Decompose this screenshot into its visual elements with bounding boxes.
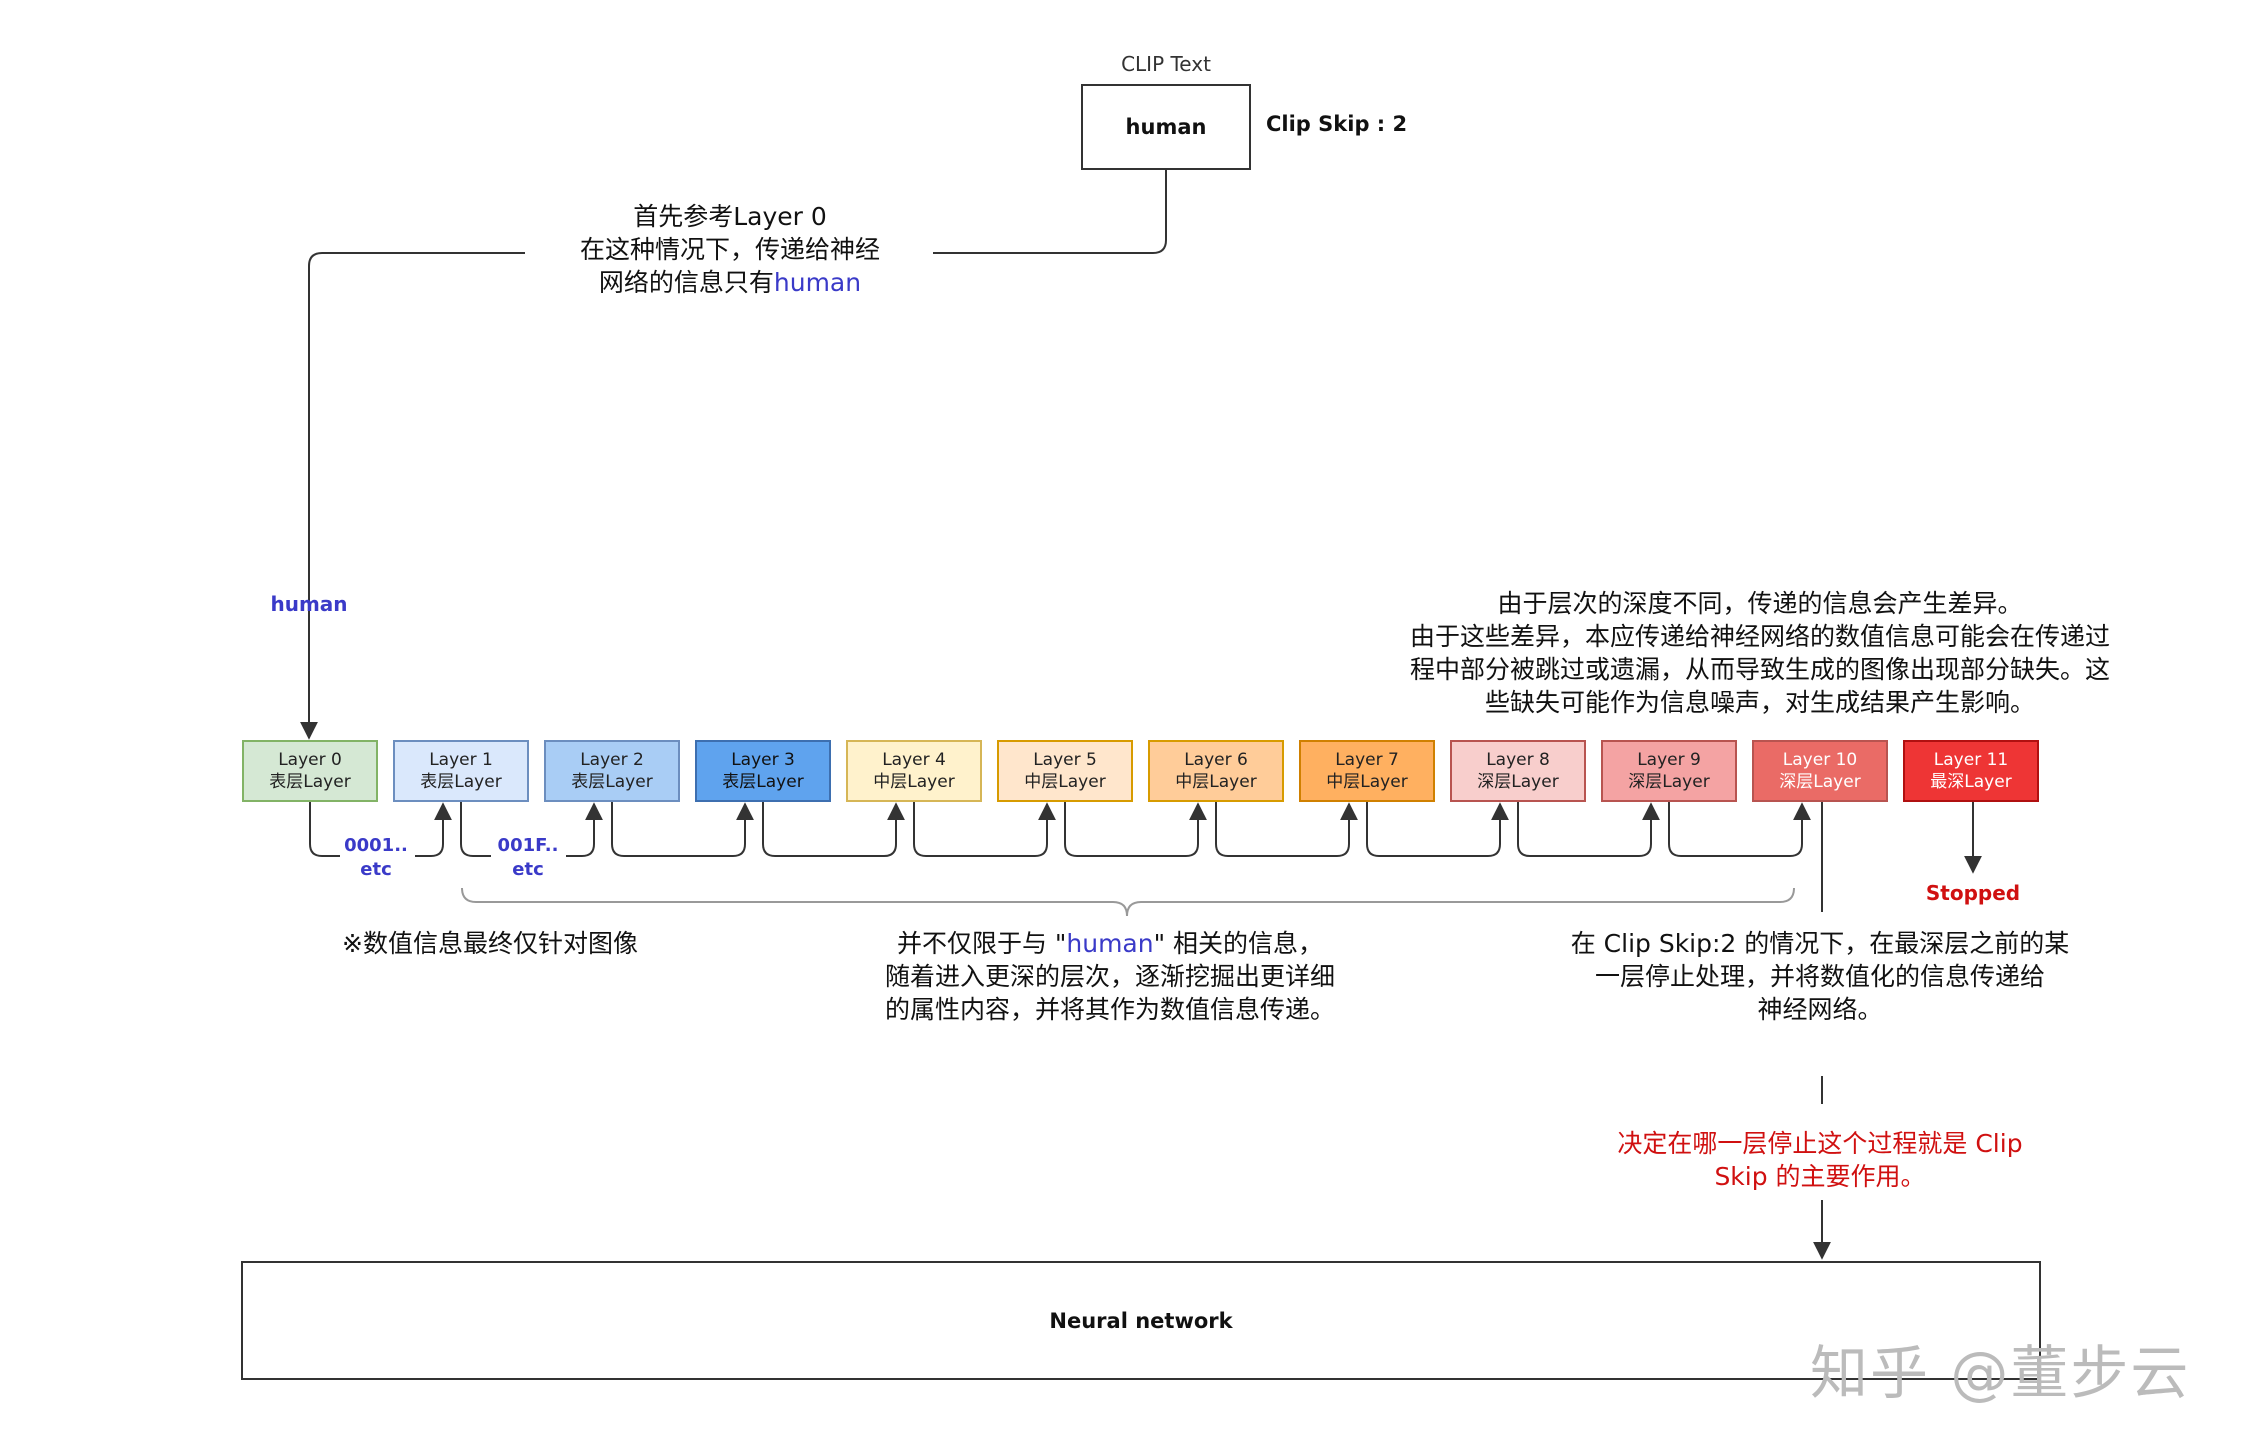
deeper-line-3: 的属性内容，并将其作为数值信息传递。 [884, 995, 1335, 1024]
decision-note: 决定在哪一层停止这个过程就是 Clip Skip 的主要作用。 [1560, 1127, 2080, 1193]
decision-line-2: Skip 的主要作用。 [1714, 1162, 1926, 1191]
deeper-line-2: 随着进入更深的层次，逐渐挖掘出更详细 [884, 962, 1335, 991]
layer-type-0: 表层Layer [269, 772, 351, 792]
layer-type-3: 表层Layer [722, 772, 804, 792]
layer-name-11: Layer 11 [1933, 750, 2009, 770]
deeper-human-word: human [1066, 929, 1154, 958]
hop-arrow-8 [1517, 802, 1660, 857]
code-001F-value: 001F.. [497, 835, 559, 856]
clip-text-caption: CLIP Text [1121, 52, 1211, 76]
layer-hop-connectors [309, 802, 1811, 857]
layer-name-9: Layer 9 [1637, 750, 1701, 770]
hop-arrow-1 [566, 802, 603, 857]
layer-type-4: 中层Layer [873, 772, 955, 792]
layer-type-7: 中层Layer [1326, 772, 1408, 792]
first-note-line-2: 在这种情况下，传递给神经 [579, 235, 880, 264]
diff-line-4: 些缺失可能作为信息噪声，对生成结果产生影响。 [1484, 688, 2035, 717]
skip-line-2: 一层停止处理，并将数值化的信息传递给 [1594, 962, 2045, 991]
clip-skip-note: 在 Clip Skip:2 的情况下，在最深层之前的某 一层停止处理，并将数值化… [1550, 927, 2090, 1026]
hop-arrow-6 [1215, 802, 1358, 857]
skip-line-3: 神经网络。 [1757, 995, 1883, 1024]
code-001F-etc: etc [512, 859, 544, 880]
deeper-line-1: 并不仅限于与 "human" 相关的信息， [840, 927, 1380, 960]
first-note-human-word: human [773, 268, 862, 297]
skip-line-1: 在 Clip Skip:2 的情况下，在最深层之前的某 [1570, 929, 2070, 958]
hop-arrow-0 [415, 802, 452, 857]
code-0001-etc: etc [360, 859, 392, 880]
hop-arrow-5 [1064, 802, 1207, 857]
clip-input-box: human [1081, 84, 1251, 170]
hop-arrow-9 [1668, 802, 1811, 857]
diff-line-1: 由于层次的深度不同，传递的信息会产生差异。 [1497, 589, 2023, 618]
deeper-layers-note: 并不仅限于与 "human" 相关的信息， 随着进入更深的层次，逐渐挖掘出更详细… [840, 927, 1380, 1026]
first-note-line-3-text: 网络的信息只有 [598, 268, 774, 297]
deeper-line-1-a: 并不仅限于与 " [896, 929, 1067, 958]
code-001F: 001F.. etc [490, 834, 566, 882]
layer-name-4: Layer 4 [882, 750, 946, 770]
clip-input-word: human [1125, 115, 1207, 139]
depth-difference-note: 由于层次的深度不同，传递的信息会产生差异。 由于这些差异，本应传递给神经网络的数… [1370, 587, 2150, 719]
first-note-line-3: 网络的信息只有human [530, 266, 930, 299]
neural-network-label: Neural network [1049, 1308, 1233, 1333]
code-0001-value: 0001.. [344, 835, 408, 856]
layer-type-11: 最深Layer [1930, 772, 2012, 792]
layer-name-1: Layer 1 [429, 750, 493, 770]
diff-line-2: 由于这些差异，本应传递给神经网络的数值信息可能会在传递过 [1409, 622, 2110, 651]
human-tag: human [270, 592, 348, 616]
zhihu-watermark: 知乎 @董步云 [1810, 1339, 2191, 1407]
layer-type-9: 深层Layer [1628, 772, 1710, 792]
stopped-label: Stopped [1925, 881, 2021, 905]
clip-to-layer0-line-left [300, 252, 525, 740]
clip-skip-label: Clip Skip : 2 [1266, 112, 1408, 136]
deeper-line-1-b: " 相关的信息， [1153, 929, 1324, 958]
hop-line-1-a [460, 802, 491, 857]
layer-type-5: 中层Layer [1024, 772, 1106, 792]
hop-arrow-2 [611, 802, 754, 857]
diff-line-3: 程中部分被跳过或遗漏，从而导致生成的图像出现部分缺失。这 [1409, 655, 2110, 684]
hop-line-0-a [309, 802, 340, 857]
layers-brace [461, 887, 1795, 917]
layer-type-8: 深层Layer [1477, 772, 1559, 792]
layer-name-3: Layer 3 [731, 750, 795, 770]
first-reference-note: 首先参考Layer 0 在这种情况下，传递给神经 网络的信息只有human [530, 200, 930, 299]
layer-name-2: Layer 2 [580, 750, 644, 770]
code-0001: 0001.. etc [338, 834, 414, 882]
image-only-note: ※数值信息最终仅针对图像 [342, 929, 638, 958]
layer-name-10: Layer 10 [1782, 750, 1858, 770]
layer-type-10: 深层Layer [1779, 772, 1861, 792]
layer-name-7: Layer 7 [1335, 750, 1399, 770]
layer-name-0: Layer 0 [278, 750, 342, 770]
hop-arrow-4 [913, 802, 1056, 857]
decision-line-1: 决定在哪一层停止这个过程就是 Clip [1617, 1129, 2023, 1158]
layer-type-6: 中层Layer [1175, 772, 1257, 792]
layer-type-1: 表层Layer [420, 772, 502, 792]
clip-to-layer0-line [933, 168, 1167, 254]
layer-name-5: Layer 5 [1033, 750, 1097, 770]
hop-arrow-7 [1366, 802, 1509, 857]
layer-name-6: Layer 6 [1184, 750, 1248, 770]
layer-type-2: 表层Layer [571, 772, 653, 792]
neural-network-box: Neural network [241, 1261, 2041, 1380]
first-note-line-1: 首先参考Layer 0 [633, 202, 827, 231]
layer-name-8: Layer 8 [1486, 750, 1550, 770]
hop-arrow-3 [762, 802, 905, 857]
